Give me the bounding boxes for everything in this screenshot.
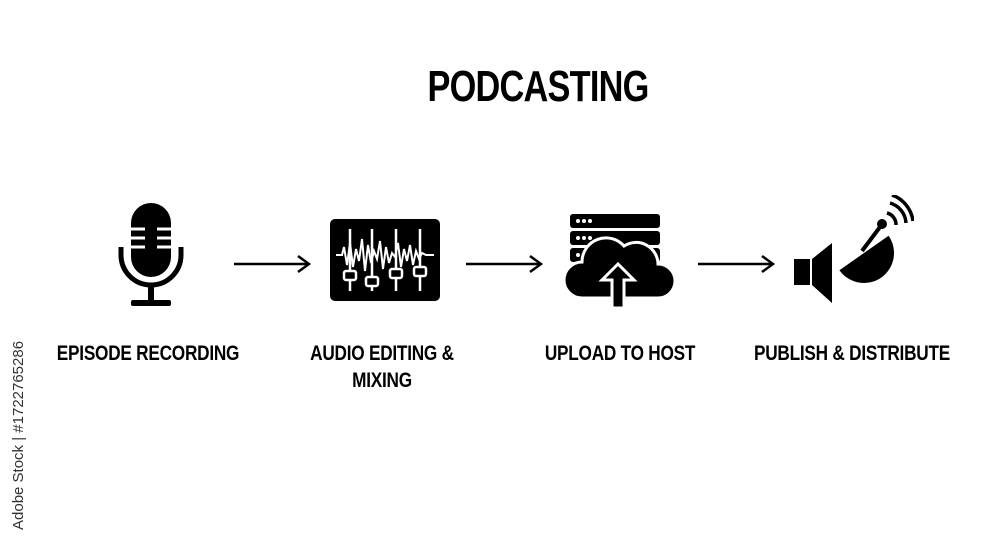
- watermark-text: Adobe Stock | #1722765286: [10, 340, 27, 530]
- arrow-right-icon: [466, 254, 544, 274]
- step-label-editing: AUDIO EDITING & MIXING: [310, 342, 454, 392]
- stock-watermark: Adobe Stock | #1722765286: [4, 300, 34, 530]
- step-label-upload: UPLOAD TO HOST: [544, 342, 696, 365]
- microphone-icon: [118, 203, 184, 306]
- cloud-upload-server-icon: [562, 214, 676, 310]
- step-label-recording: EPISODE RECORDING: [56, 342, 240, 365]
- arrow-right-icon: [234, 254, 312, 274]
- arrow-right-icon: [698, 254, 776, 274]
- speaker-satellite-icon: [794, 195, 914, 303]
- step-label-publish: PUBLISH & DISTRIBUTE: [753, 342, 950, 365]
- diagram-title: PODCASTING: [427, 62, 649, 111]
- audio-mixer-icon: [330, 219, 440, 301]
